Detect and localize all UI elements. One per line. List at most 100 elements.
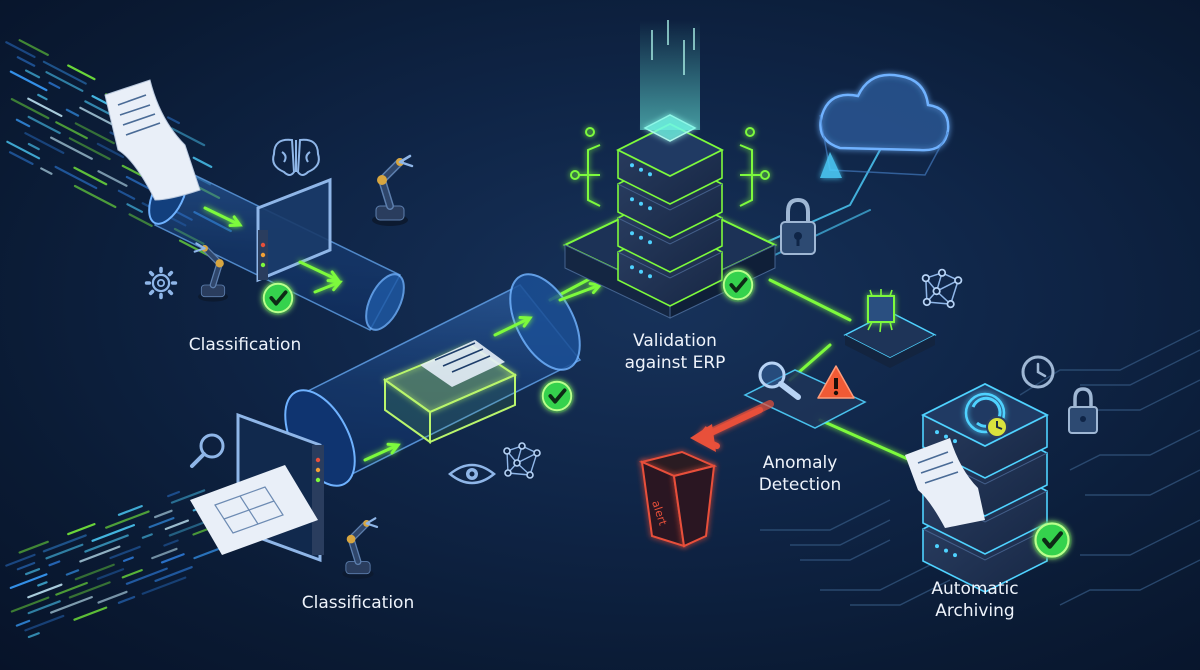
data-streak xyxy=(37,93,48,101)
data-streak xyxy=(5,553,36,567)
server-layer-edge xyxy=(617,251,723,279)
data-streak xyxy=(121,569,143,579)
flow-arrow xyxy=(558,283,602,302)
robot-arm-icon xyxy=(342,518,377,579)
data-streak xyxy=(37,581,48,587)
server-led xyxy=(935,544,939,549)
server-top xyxy=(920,382,1050,448)
server-led xyxy=(935,430,939,435)
data-streak xyxy=(164,519,190,531)
data-streak xyxy=(141,576,187,595)
data-streak xyxy=(42,60,87,85)
data-streak xyxy=(74,563,115,581)
check-badge-icon xyxy=(538,377,576,415)
data-streak xyxy=(27,632,40,639)
data-streak xyxy=(55,121,88,140)
data-streak xyxy=(121,164,143,177)
data-streak xyxy=(91,524,135,542)
data-streak xyxy=(67,523,96,536)
warning-icon xyxy=(817,365,855,399)
data-streak xyxy=(73,606,108,621)
erp-server xyxy=(562,20,778,319)
flow-arrow xyxy=(203,206,242,227)
flow-arrow xyxy=(313,280,342,294)
alert-arrow xyxy=(690,400,774,452)
data-streak xyxy=(24,132,65,154)
server-led xyxy=(944,548,948,553)
data-streak xyxy=(15,118,31,128)
data-streak xyxy=(126,203,144,213)
data-streak xyxy=(79,545,121,563)
data-streak xyxy=(68,137,111,161)
data-streak xyxy=(27,583,63,599)
data-streak xyxy=(97,170,128,187)
data-streak xyxy=(45,71,84,92)
scanner-frame-upper xyxy=(256,177,332,283)
data-streak xyxy=(148,516,175,529)
data-streak xyxy=(25,568,41,576)
brain-icon xyxy=(272,138,320,176)
flow-arrow xyxy=(298,260,340,282)
data-streak xyxy=(50,596,93,614)
padlock-icon xyxy=(1068,387,1098,434)
data-streak xyxy=(67,64,96,81)
server-layer-edge xyxy=(922,528,1048,561)
data-streak xyxy=(141,533,153,539)
data-streak xyxy=(125,567,168,585)
data-streak xyxy=(73,184,117,209)
data-streak xyxy=(27,97,63,118)
data-streak xyxy=(153,509,173,519)
data-streak xyxy=(151,547,178,560)
data-streak xyxy=(97,590,128,604)
gear-icon xyxy=(144,266,178,300)
neural-network-icon xyxy=(921,268,963,309)
server-led xyxy=(944,434,948,439)
data-streak xyxy=(96,568,125,580)
data-streak xyxy=(117,595,136,604)
server-led xyxy=(648,274,652,279)
data-streak xyxy=(10,98,50,120)
document-box xyxy=(382,340,518,444)
label-automatic-archiving: Automatic Archiving xyxy=(931,579,1019,621)
server-led xyxy=(639,269,643,274)
pipe-flow-arrows xyxy=(203,206,603,462)
data-streak xyxy=(170,489,206,504)
server-layer-edge xyxy=(617,183,723,211)
data-streak xyxy=(48,81,61,89)
neural-network-icon xyxy=(503,442,541,479)
check-badge-icon xyxy=(259,279,297,317)
padlock-icon xyxy=(780,197,816,255)
data-streak xyxy=(18,39,49,56)
server-led xyxy=(953,553,957,558)
data-streak xyxy=(24,614,65,632)
server-led xyxy=(639,167,643,172)
check-badge-icon xyxy=(719,266,757,304)
data-streak xyxy=(65,569,80,576)
data-streak xyxy=(16,561,36,571)
clock-icon xyxy=(1021,355,1055,389)
data-streak xyxy=(170,127,206,147)
archive-server xyxy=(905,382,1050,593)
data-stream-bottom-left xyxy=(5,489,232,639)
flow-arrow-head xyxy=(328,279,343,292)
data-streak xyxy=(105,510,150,529)
label-classification-top: Classification xyxy=(188,335,302,355)
data-streak xyxy=(27,142,40,151)
data-streak xyxy=(10,596,50,613)
server-led xyxy=(630,265,634,270)
magnifier-icon xyxy=(758,361,801,400)
data-streak xyxy=(154,566,193,583)
data-streak xyxy=(48,560,61,567)
cloud-icon xyxy=(819,73,950,178)
processor-chip-icon xyxy=(843,289,937,368)
label-anomaly-detection: Anomaly Detection xyxy=(758,453,842,495)
flow-lines xyxy=(548,149,912,462)
data-streak xyxy=(96,142,125,159)
data-streak xyxy=(163,539,179,547)
data-streak xyxy=(73,166,108,186)
server-led xyxy=(648,206,652,211)
eye-icon xyxy=(448,463,496,485)
data-streak xyxy=(122,556,134,562)
